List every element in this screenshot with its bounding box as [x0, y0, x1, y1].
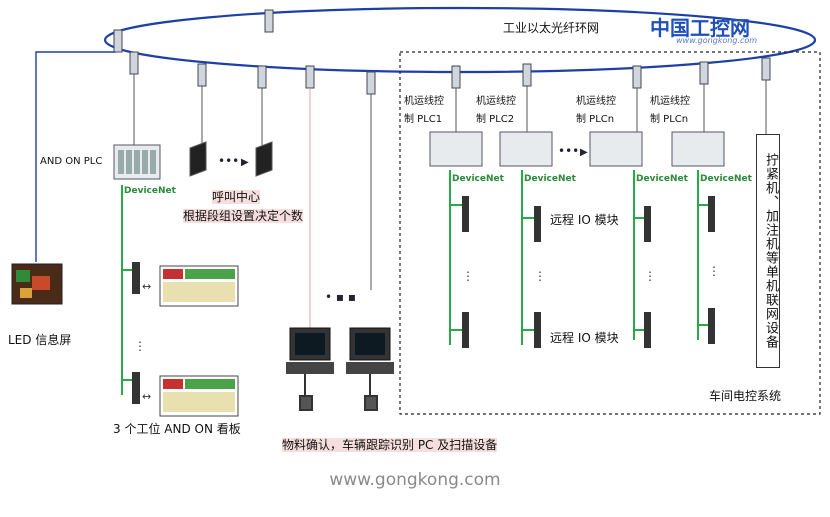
plc-label-3-line2: 制 PLCn: [576, 114, 615, 125]
svg-text:▶: ▶: [241, 157, 249, 168]
vertical-dots-icon: ⋮ ⋮ ⋮ ⋮: [462, 264, 720, 283]
scanner-icon: [299, 374, 378, 411]
andon-devicenet-bus: [121, 185, 132, 395]
andon-board-icon: [159, 265, 239, 417]
andon-board-label: 3 个工位 AND ON 看板: [113, 422, 241, 436]
watermark-logo-sub: www.gongkong.com: [676, 36, 758, 45]
devicenet-label-2: DeviceNet: [524, 174, 576, 184]
plc-dots-arrow-icon: ••• ▶: [558, 144, 588, 158]
pc-dots-icon: • ▪ ▪: [325, 290, 356, 304]
andon-plc-icon: [113, 144, 161, 180]
pc-label: 物料确认，车辆跟踪识别 PC 及扫描设备: [282, 438, 498, 452]
plc-label-2-line1: 机运线控: [476, 96, 516, 107]
call-center-note: 根据段组设置决定个数: [183, 209, 304, 223]
pc-icon: [286, 327, 394, 374]
devicenet-label-1: DeviceNet: [452, 174, 504, 184]
remote-io-label-upper: 远程 IO 模块: [550, 213, 619, 227]
svg-text:▶: ▶: [580, 147, 588, 158]
switch-icon: [113, 9, 771, 95]
svg-text:⋮: ⋮: [534, 269, 546, 283]
led-link: [35, 51, 116, 262]
devicenet-label-andon: DeviceNet: [124, 186, 176, 196]
dots-arrow-icon: ••• ▶: [218, 154, 249, 168]
plc-label-2-line2: 制 PLC2: [476, 114, 515, 125]
call-terminal-icon: [189, 141, 273, 177]
svg-text:↔: ↔: [142, 280, 151, 293]
double-arrow-icon: ↔ ↔: [142, 280, 151, 403]
svg-text:•••: •••: [558, 144, 579, 158]
plc-label-1-line1: 机运线控: [404, 96, 444, 107]
watermark-logo: 中国工控网: [650, 16, 750, 40]
andon-io-icon: ⋮: [132, 262, 146, 404]
svg-text:⋮: ⋮: [134, 339, 146, 353]
svg-text:• ▪ ▪: • ▪ ▪: [325, 290, 356, 304]
devicenet-label-4: DeviceNet: [700, 174, 752, 184]
footer-band: [0, 458, 830, 517]
plc-label-4-line2: 制 PLCn: [650, 114, 689, 125]
drop-lines: [133, 74, 767, 330]
devicenet-label-3: DeviceNet: [636, 174, 688, 184]
workshop-plc-icon: [429, 131, 725, 167]
svg-text:⋮: ⋮: [462, 269, 474, 283]
led-screen-icon: [11, 263, 63, 305]
call-center-label: 呼叫中心: [212, 190, 261, 204]
workshop-label: 车间电控系统: [709, 389, 782, 403]
andon-plc-label: AND ON PLC: [40, 156, 103, 167]
remote-io-icon: [462, 196, 715, 348]
footer-watermark: www.gongkong.com: [329, 470, 501, 490]
workshop-devicenet-bus: [449, 170, 708, 345]
svg-text:⋮: ⋮: [708, 264, 720, 278]
plc-label-4-line1: 机运线控: [650, 96, 690, 107]
plc-label-1-line2: 制 PLC1: [404, 114, 443, 125]
led-label: LED 信息屏: [8, 333, 72, 347]
svg-text:↔: ↔: [142, 390, 151, 403]
svg-text:⋮: ⋮: [644, 269, 656, 283]
remote-io-label-lower: 远程 IO 模块: [550, 331, 619, 345]
svg-text:•••: •••: [218, 154, 239, 168]
workshop-area-border: [399, 51, 821, 415]
standalone-equipment-box: 拧紧机、加注机等单机联网设备: [756, 134, 780, 368]
ring-label: 工业以太光纤环网: [503, 21, 600, 35]
plc-label-3-line1: 机运线控: [576, 96, 616, 107]
